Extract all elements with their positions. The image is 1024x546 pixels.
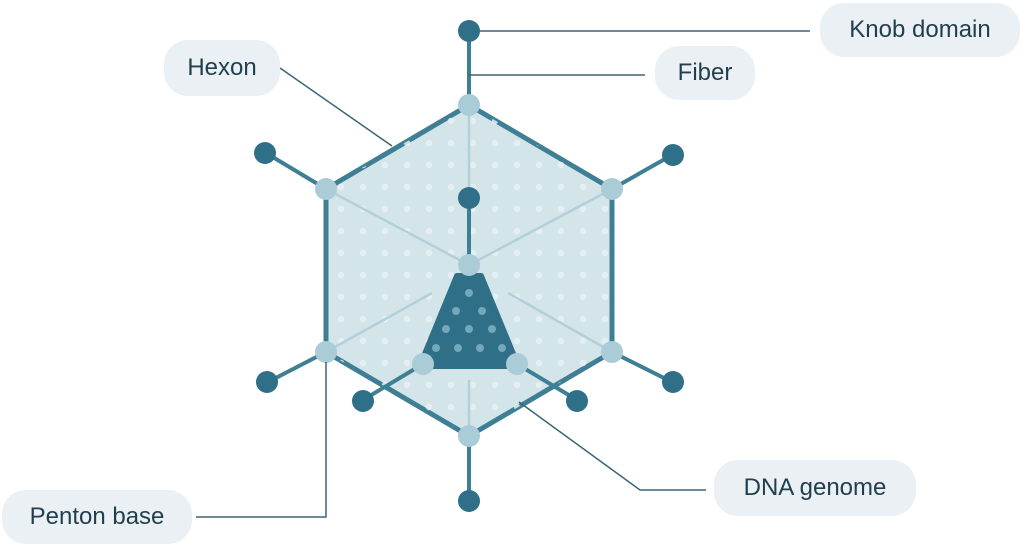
- label-penton-base: Penton base: [2, 490, 192, 544]
- knob-domain-inner: [458, 187, 480, 209]
- knob-domain-inner-right: [566, 390, 588, 412]
- leader-hexon: [279, 67, 393, 147]
- knob-domain-lower-right: [662, 371, 684, 393]
- knob-domain-inner-left: [352, 390, 374, 412]
- knob-domain-upper-right: [662, 144, 684, 166]
- knob-domains: [254, 20, 684, 512]
- label-fiber: Fiber: [655, 46, 755, 100]
- leader-lines: [196, 30, 810, 518]
- label-dna-genome: DNA genome: [714, 460, 916, 516]
- knob-domain-upper-left: [254, 142, 276, 164]
- label-hexon: Hexon: [164, 40, 280, 96]
- fibers: [264, 30, 674, 502]
- penton-bases: [315, 94, 623, 447]
- leader-dna: [518, 401, 706, 491]
- knob-domain-top: [458, 20, 480, 42]
- leader-penton: [196, 362, 327, 518]
- knob-domain-bottom: [458, 490, 480, 512]
- label-knob-domain: Knob domain: [820, 3, 1020, 57]
- knob-domain-lower-left: [256, 371, 278, 393]
